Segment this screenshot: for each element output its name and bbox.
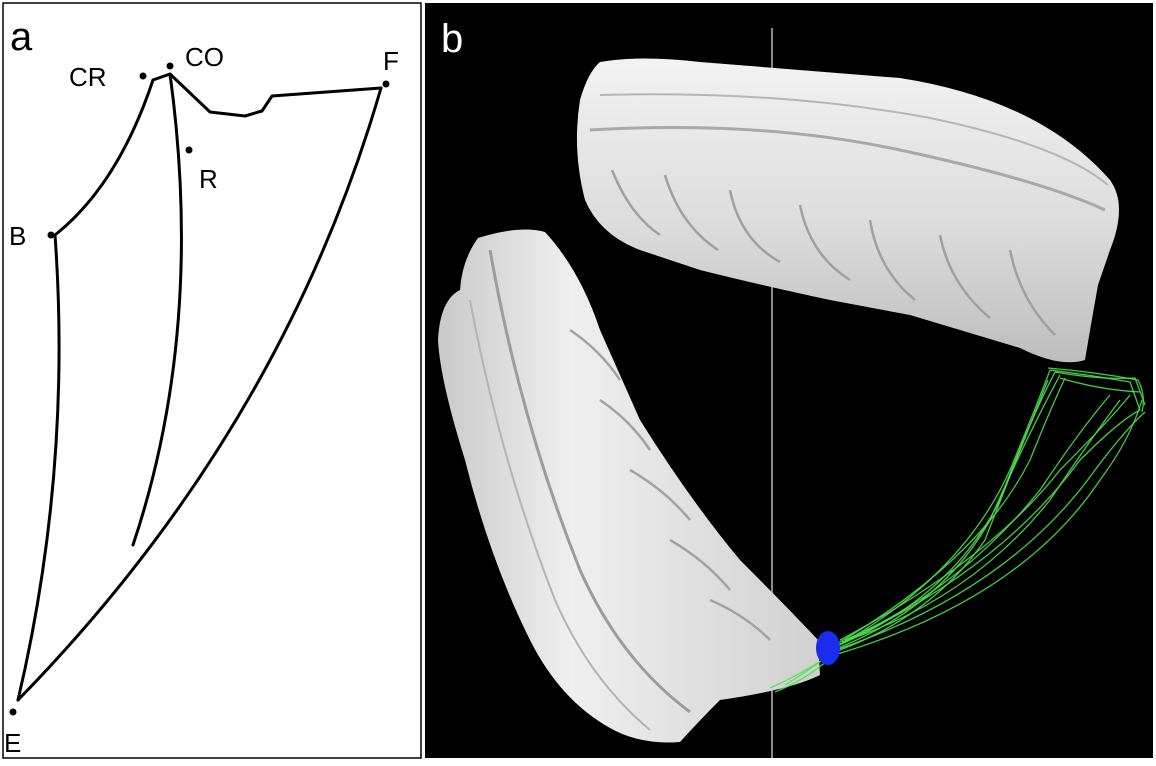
panel-a-frame	[3, 3, 421, 758]
point-b-label: B	[9, 221, 26, 251]
point-f-dot	[383, 81, 390, 88]
point-cr-dot	[140, 73, 147, 80]
panel-b-label: b	[441, 17, 463, 61]
point-r-dot	[186, 147, 193, 154]
point-r-label: R	[199, 164, 218, 194]
panel-a-label: a	[10, 15, 33, 59]
point-e-dot	[10, 709, 17, 716]
point-b-dot	[48, 232, 55, 239]
panel-a: a CR CO F R B E	[3, 3, 421, 758]
point-co-dot	[167, 63, 174, 70]
point-e-label: E	[4, 728, 21, 758]
point-co-label: CO	[185, 42, 224, 72]
incisal-point-marker	[816, 631, 840, 665]
point-f-label: F	[383, 46, 399, 76]
panel-b: b	[425, 3, 1153, 758]
point-cr-label: CR	[69, 62, 107, 92]
